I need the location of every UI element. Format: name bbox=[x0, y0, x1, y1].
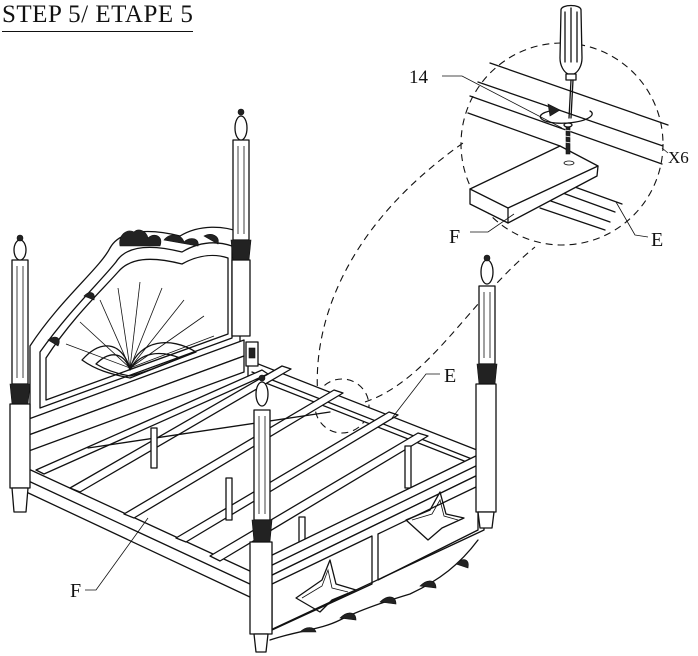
leader-main-f bbox=[85, 517, 149, 591]
label-main-f: F bbox=[70, 580, 81, 602]
leader-detail-f bbox=[470, 213, 515, 233]
bed-frame bbox=[9, 108, 498, 653]
detail-slat-f bbox=[469, 145, 599, 224]
callout-leader-left bbox=[316, 142, 464, 399]
crown-carving bbox=[47, 229, 219, 347]
post-front-right bbox=[475, 254, 498, 529]
screwdriver-icon bbox=[559, 4, 583, 119]
leader-detail-e bbox=[615, 201, 649, 238]
leader-14 bbox=[442, 75, 563, 129]
label-x6: X6 bbox=[668, 148, 689, 167]
post-front-left bbox=[249, 374, 273, 653]
sunburst-carving bbox=[65, 281, 215, 379]
rotation-arrow-icon bbox=[539, 103, 593, 124]
step-title: STEP 5/ ETAPE 5 bbox=[2, 0, 194, 32]
label-detail-e: E bbox=[651, 229, 663, 251]
detail-callout bbox=[314, 4, 669, 434]
footboard bbox=[261, 451, 485, 641]
label-main-e: E bbox=[444, 365, 456, 387]
screw-icon bbox=[563, 122, 573, 155]
label-detail-f: F bbox=[449, 226, 460, 248]
leader-main-e bbox=[391, 373, 440, 419]
leader-x6 bbox=[661, 147, 669, 154]
footboard-star-carving-right bbox=[405, 491, 465, 541]
callout-leader-right bbox=[364, 246, 536, 403]
detail-rails bbox=[467, 62, 669, 231]
label-14: 14 bbox=[409, 67, 429, 88]
post-back-left bbox=[9, 234, 31, 513]
headboard bbox=[25, 226, 259, 453]
post-back-right bbox=[230, 108, 252, 337]
footboard-star-carving-left bbox=[295, 559, 357, 613]
left-side-rail bbox=[21, 465, 253, 599]
slats bbox=[35, 365, 429, 562]
